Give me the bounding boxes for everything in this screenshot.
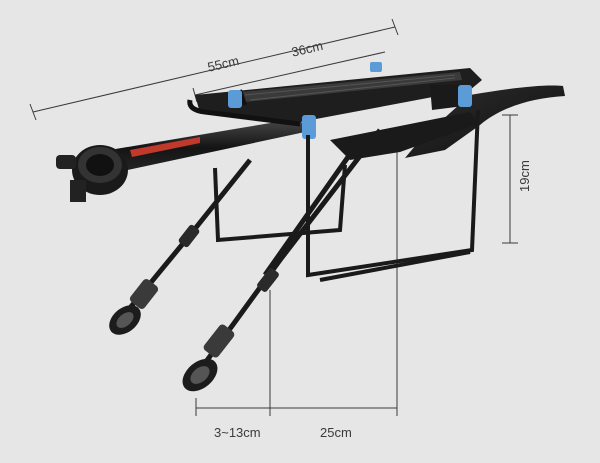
overall-length-tick-left xyxy=(29,103,37,121)
seatpost-clamp xyxy=(56,145,128,202)
strut-clamps xyxy=(109,279,235,392)
height-label: 19cm xyxy=(517,160,532,192)
strut-spread-label: 25cm xyxy=(320,425,352,440)
strut-adjust-label: 3~13cm xyxy=(214,425,261,440)
blue-cap-rear xyxy=(458,85,472,107)
blue-cap-rear-top xyxy=(370,62,382,72)
blue-cap-left xyxy=(228,90,242,108)
brand-stripe xyxy=(130,137,200,157)
platform-length-dimension-line xyxy=(194,51,386,96)
overall-length-tick-right xyxy=(391,18,399,36)
overall-length-dimension-line xyxy=(32,26,396,113)
platform xyxy=(187,68,482,127)
blue-caps xyxy=(228,62,472,139)
fender xyxy=(405,85,565,158)
support-struts xyxy=(118,128,382,372)
dimension-lines xyxy=(29,18,518,416)
main-beam xyxy=(80,118,305,178)
strut-joints xyxy=(178,224,279,292)
blue-cap-front xyxy=(302,115,316,139)
